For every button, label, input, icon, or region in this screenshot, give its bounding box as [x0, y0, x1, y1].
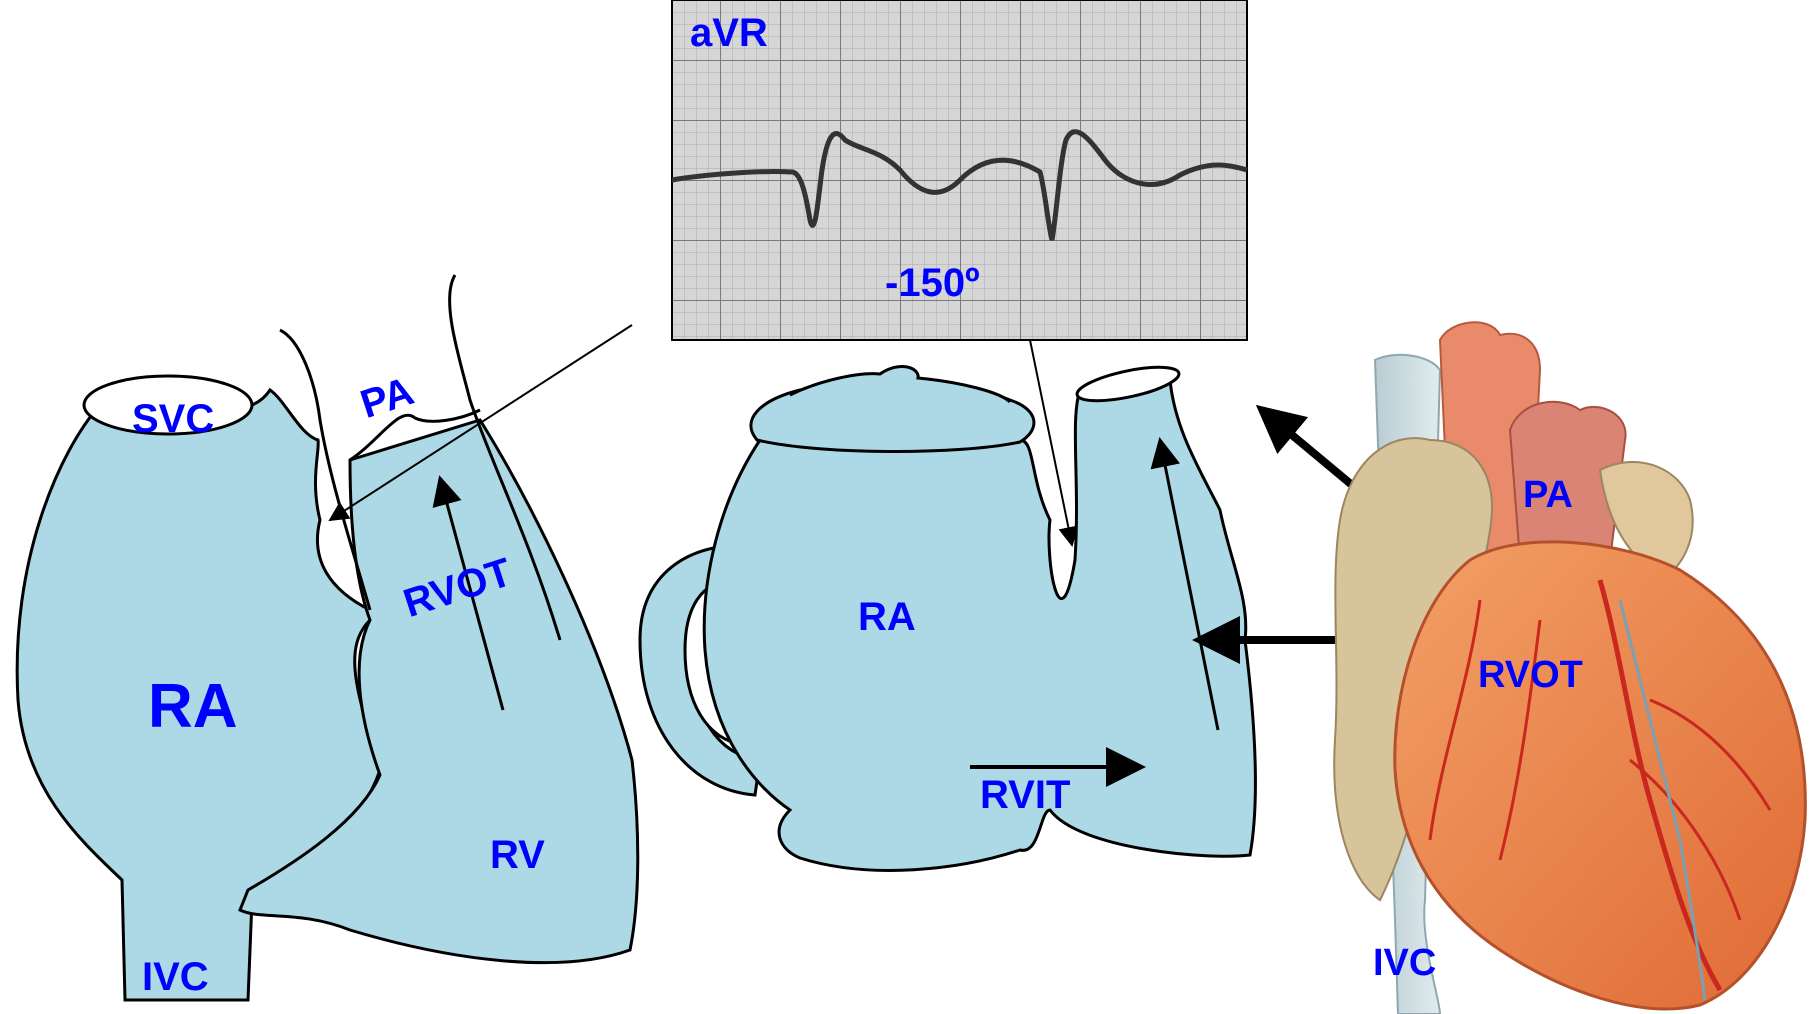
label-ra-left: RA — [148, 672, 238, 741]
left-heart-diagram: SVC PA RVOT RA RV IVC — [17, 275, 638, 1000]
label-rvot-heart: RVOT — [1478, 654, 1583, 696]
label-pa-heart: PA — [1523, 474, 1573, 516]
ecg-axis-label: -150º — [885, 261, 980, 305]
ventricle-mass — [1395, 542, 1806, 1009]
label-svc: SVC — [132, 397, 214, 441]
label-ra-teapot: RA — [858, 595, 916, 639]
ecg-lead-label: aVR — [690, 11, 768, 55]
anatomical-heart-icon: PA RVOT IVC — [1334, 322, 1805, 1014]
label-ivc-left: IVC — [142, 955, 209, 999]
label-ivc-heart: IVC — [1373, 942, 1436, 984]
label-pa-left: PA — [355, 369, 419, 427]
label-rv: RV — [490, 833, 545, 877]
teapot-diagram: RA RVIT — [640, 360, 1255, 870]
label-rvit: RVIT — [980, 773, 1070, 817]
